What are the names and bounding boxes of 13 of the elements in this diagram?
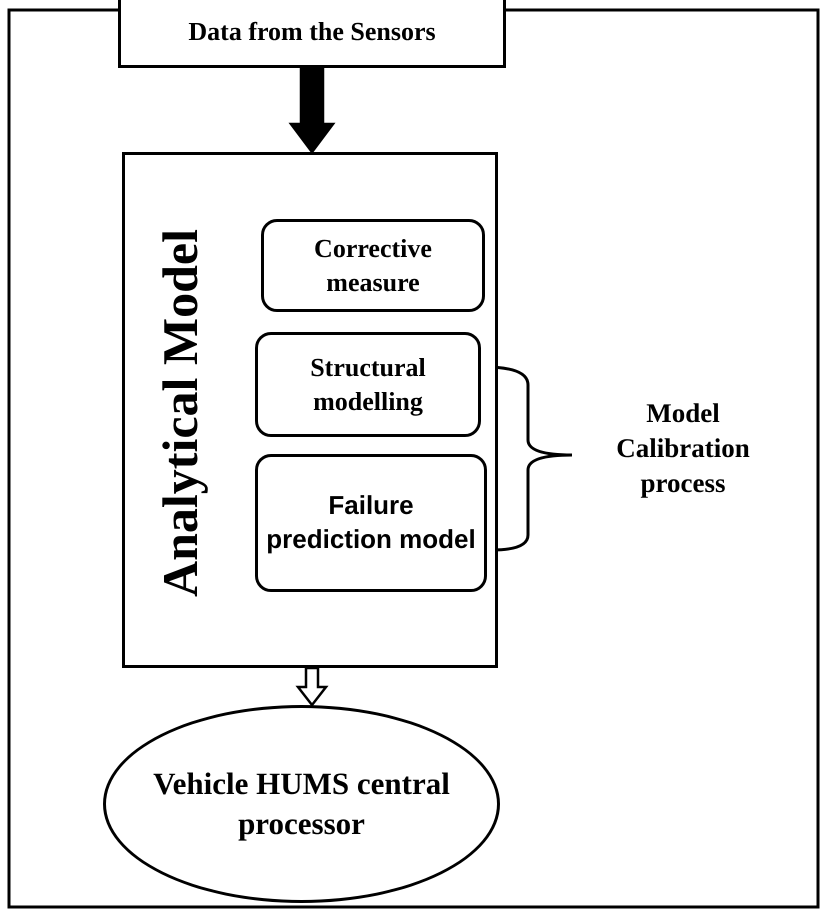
node-text: Failure prediction model bbox=[265, 489, 477, 556]
node-text: Corrective measure bbox=[313, 232, 433, 298]
arrow bbox=[295, 666, 329, 708]
node-text: Vehicle HUMS central processor bbox=[152, 764, 451, 843]
node-text: Data from the Sensors bbox=[187, 16, 437, 48]
process-box bbox=[255, 454, 487, 592]
node-text: Structural modelling bbox=[309, 352, 427, 418]
process-box bbox=[261, 219, 485, 312]
process-box bbox=[255, 332, 481, 437]
arrow bbox=[288, 66, 336, 154]
process-box bbox=[118, 0, 506, 68]
annotation-text: Model Calibration process bbox=[615, 397, 751, 500]
process-box bbox=[122, 152, 498, 668]
